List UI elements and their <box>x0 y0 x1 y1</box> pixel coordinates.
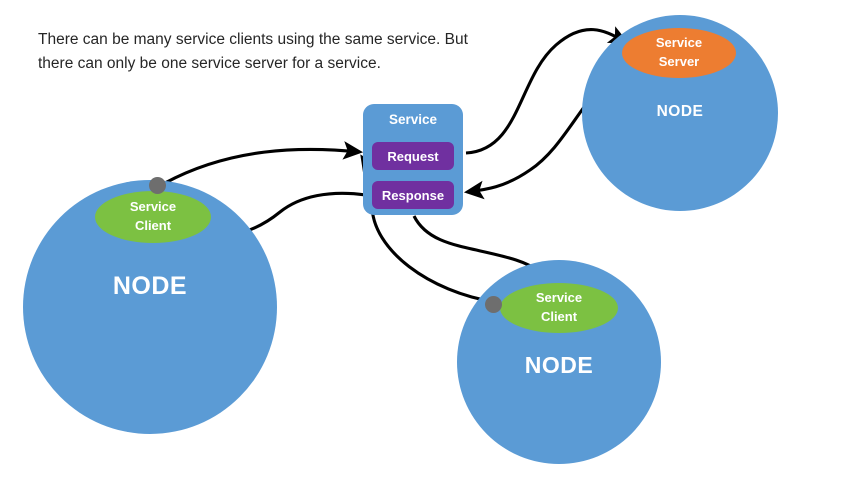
message-request[interactable]: Request <box>372 142 454 170</box>
service-server[interactable]: Service Server <box>622 28 736 78</box>
node-left[interactable]: NODE <box>23 180 277 434</box>
node-bottom-label: NODE <box>524 352 594 378</box>
arrow-left-client-to-request <box>164 141 364 185</box>
service-client-left-line1: Service <box>129 199 177 215</box>
connector-dot-left[interactable] <box>149 177 166 194</box>
service-server-line1: Service <box>655 35 703 51</box>
service-box[interactable]: Service Request Response <box>363 104 463 215</box>
page-title: There can be many service clients using … <box>38 31 468 73</box>
arrow-request-to-server <box>465 26 629 155</box>
node-left-label: NODE <box>112 272 188 300</box>
connector-dot-bottom[interactable] <box>485 296 502 313</box>
service-client-bottom[interactable]: Service Client <box>500 283 618 333</box>
message-response[interactable]: Response <box>372 181 454 209</box>
service-client-left[interactable]: Service Client <box>95 191 211 243</box>
service-client-bottom-line2: Client <box>540 309 578 324</box>
node-right-label: NODE <box>656 103 704 120</box>
service-box-title: Service <box>388 112 438 127</box>
service-client-left-line2: Client <box>134 218 172 233</box>
service-client-bottom-line1: Service <box>535 290 583 306</box>
service-server-line2: Server <box>658 54 700 69</box>
